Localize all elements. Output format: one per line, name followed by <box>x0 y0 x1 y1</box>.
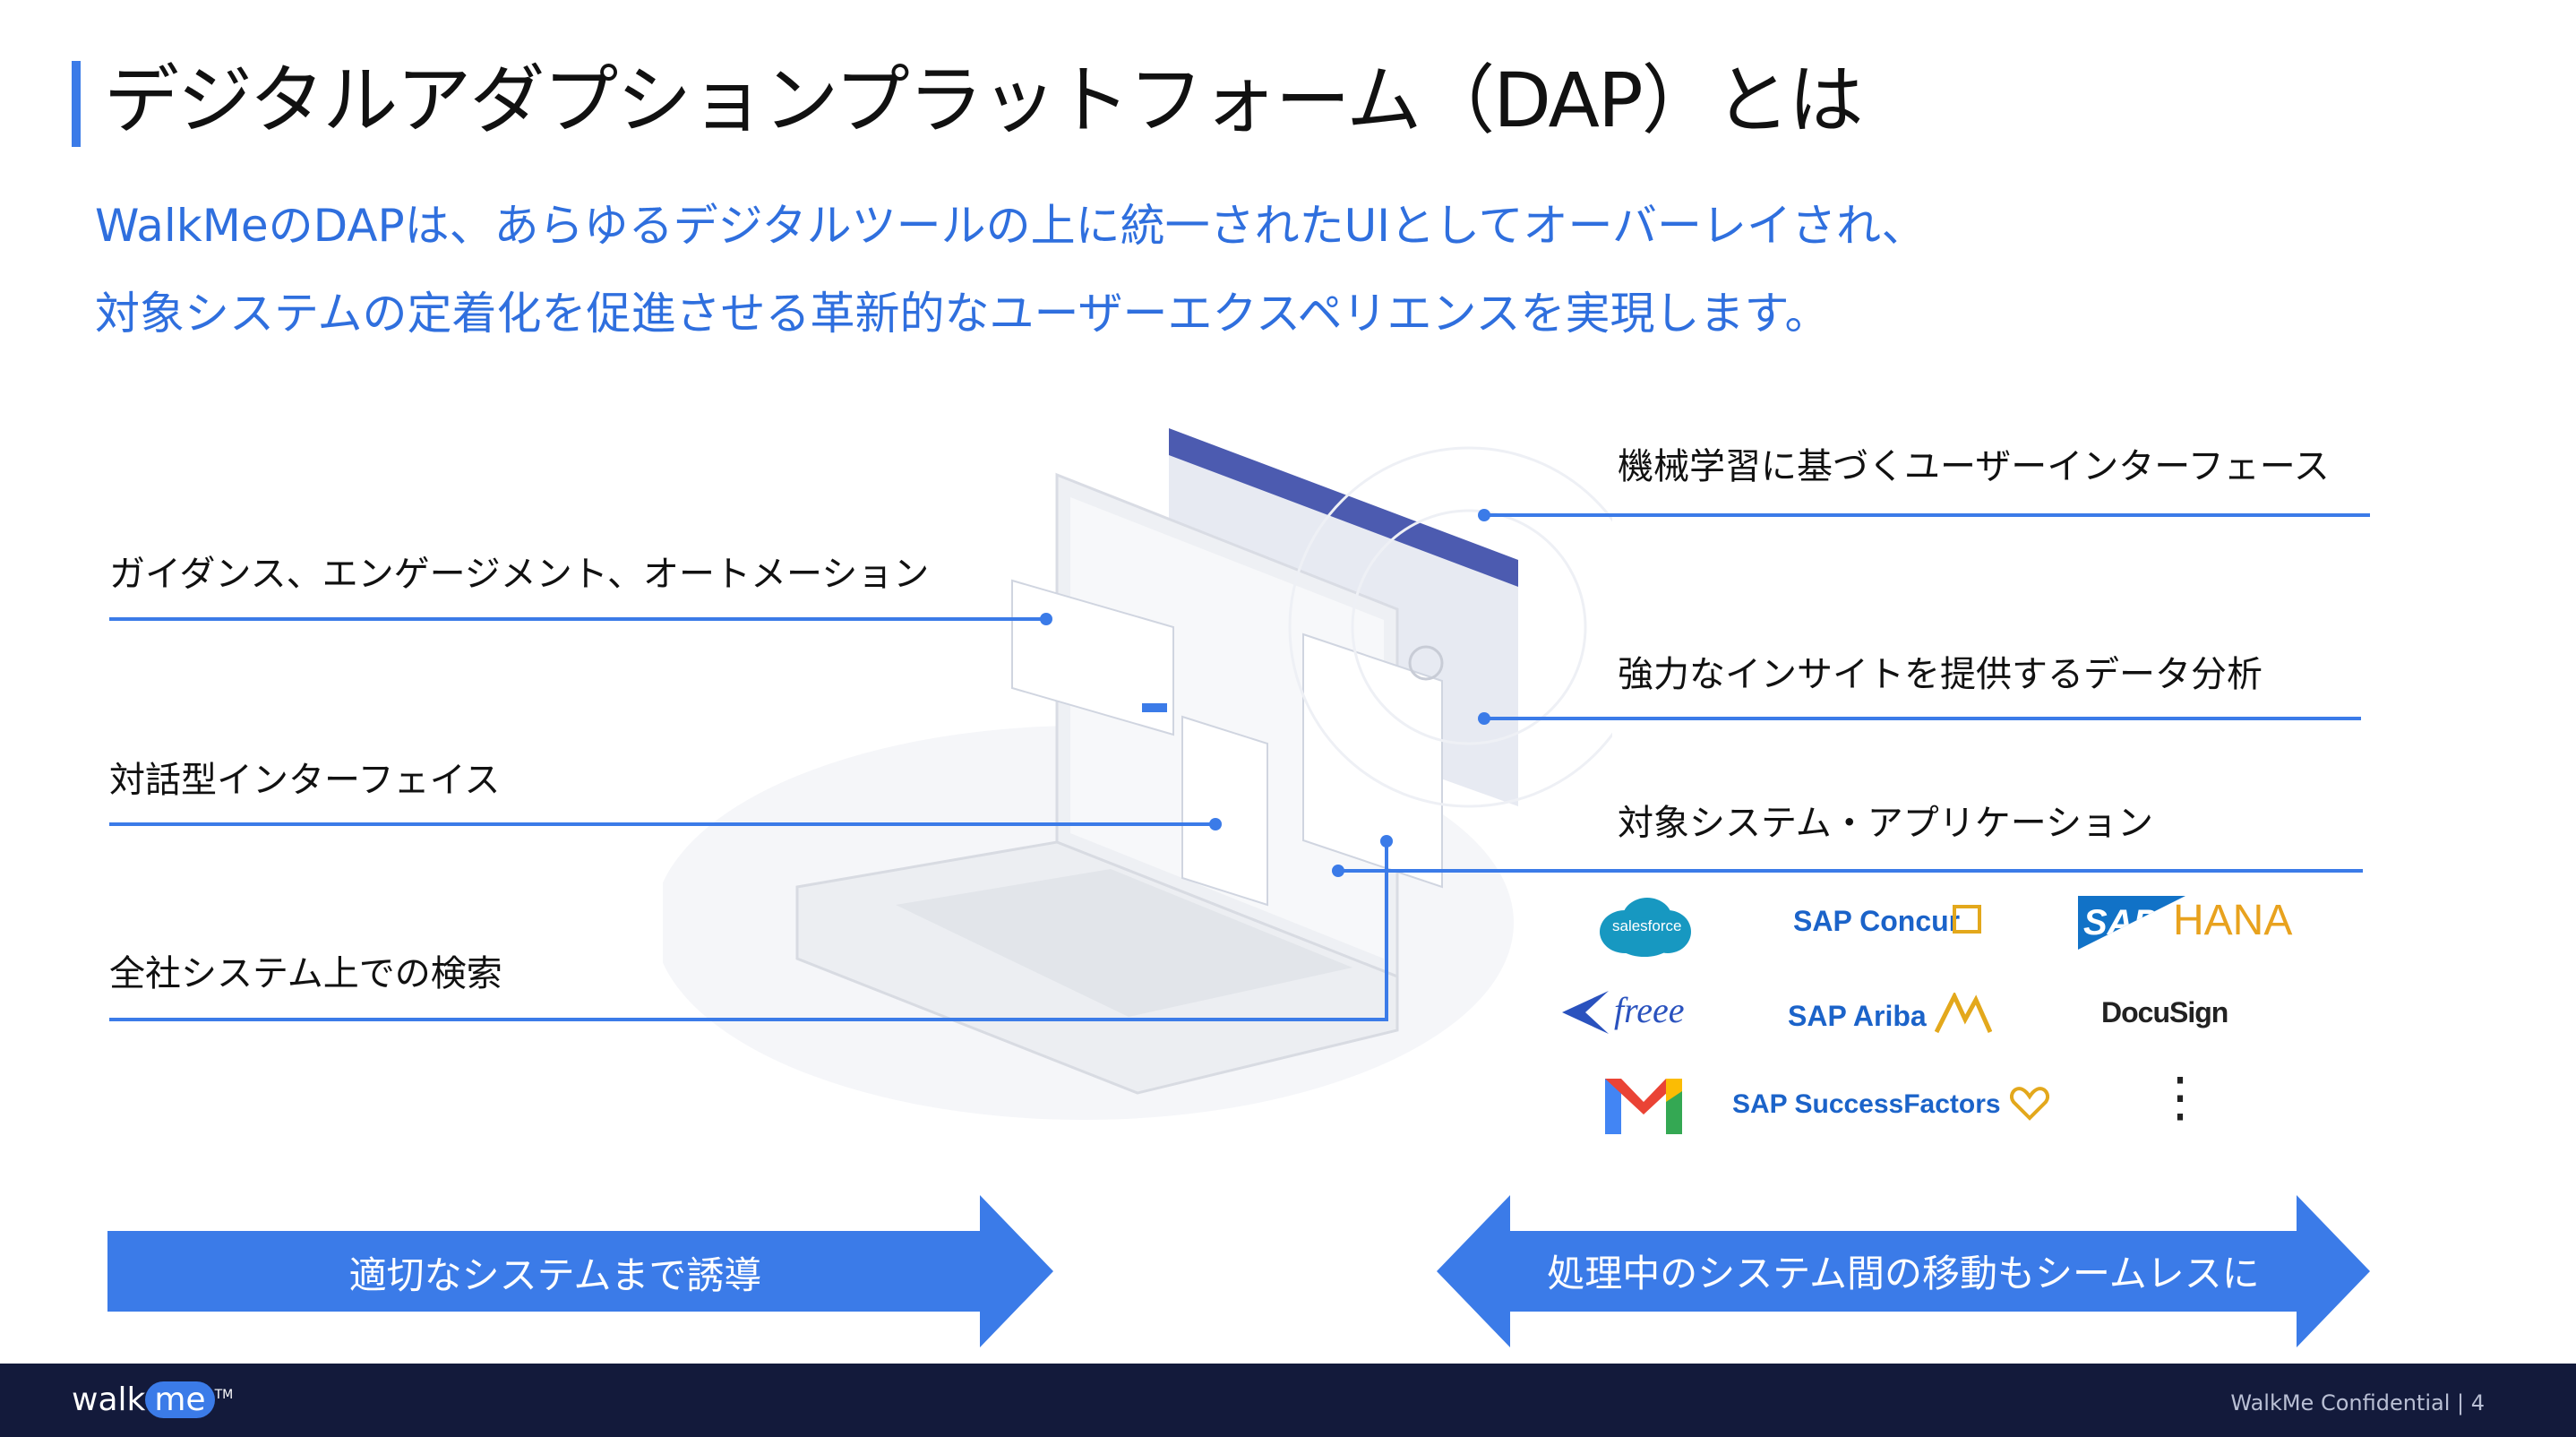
salesforce-logo-text: salesforce <box>1612 917 1682 934</box>
feature-search-dot <box>1380 835 1393 848</box>
more-logos-icon: ⋮ <box>2153 1067 2207 1127</box>
walkme-logo-tm: TM <box>214 1388 234 1402</box>
heart-icon <box>2010 1087 2049 1121</box>
title-accent-bar <box>72 61 81 147</box>
feature-target-systems-line <box>1338 869 2363 873</box>
freee-bird-icon <box>1562 991 1609 1034</box>
feature-target-systems-label: 対象システム・アプリケーション <box>1618 803 2153 844</box>
hana-logo-text: HANA <box>2173 897 2293 944</box>
sap-logo: SAP <box>2078 896 2185 950</box>
feature-ml-ui-dot <box>1478 509 1490 521</box>
salesforce-logo: salesforce <box>1598 896 1693 959</box>
feature-conversational-line <box>109 822 1216 826</box>
walkme-logo-walk: walk <box>72 1381 146 1418</box>
feature-conversational-dot <box>1209 818 1222 830</box>
page-title: デジタルアダプションプラットフォーム（DAP）とは <box>104 56 1864 144</box>
feature-ml-ui-label: 機械学習に基づくユーザーインターフェース <box>1618 446 2330 487</box>
feature-analytics-label: 強力なインサイトを提供するデータ分析 <box>1618 654 2263 695</box>
sap-logo-text: SAP <box>2083 903 2158 942</box>
feature-guidance-line <box>109 617 1046 621</box>
freee-logo: freee <box>1558 985 1738 1039</box>
feature-search-connector <box>1385 840 1388 1021</box>
freee-text: freee <box>1614 990 1685 1030</box>
footer-confidential: WalkMe Confidential | 4 <box>2230 1390 2485 1415</box>
feature-search-label: 全社システム上での検索 <box>109 953 502 994</box>
feature-analytics-dot <box>1478 712 1490 725</box>
feature-guidance-dot <box>1040 613 1052 625</box>
docusign-logo-text: DocuSign <box>2101 996 2228 1028</box>
subtitle-line-1: WalkMeのDAPは、あらゆるデジタルツールの上に統一されたUIとしてオーバー… <box>95 200 1927 252</box>
concur-c-icon <box>1953 905 1981 934</box>
right-arrow-label: 処理中のシステム間の移動もシームレスに <box>1547 1252 2260 1295</box>
sap-concur-text: SAP Concur <box>1793 905 1961 937</box>
feature-search-line <box>109 1018 1388 1021</box>
subtitle-line-2: 対象システムの定着化を促進させる革新的なユーザーエクスペリエンスを実現します。 <box>95 288 1830 340</box>
feature-target-systems-dot <box>1332 865 1344 877</box>
feature-conversational-label: 対話型インターフェイス <box>109 760 501 801</box>
feature-ml-ui-line <box>1483 513 2370 517</box>
feature-guidance-label: ガイダンス、エンゲージメント、オートメーション <box>109 554 930 595</box>
right-double-arrow-shape <box>1437 1195 2370 1347</box>
ariba-mountain-icon <box>1935 993 1992 1034</box>
laptop-illustration <box>663 428 1612 1120</box>
sap-successfactors-text: SAP SuccessFactors <box>1732 1089 2001 1119</box>
left-arrow-label: 適切なシステムまで誘導 <box>348 1253 762 1297</box>
sap-ariba-text: SAP Ariba <box>1788 1000 1927 1032</box>
gmail-logo <box>1603 1075 1684 1138</box>
walkme-logo-me: me <box>145 1381 215 1418</box>
left-arrow-shape <box>107 1195 1053 1347</box>
feature-analytics-line <box>1483 717 2361 720</box>
